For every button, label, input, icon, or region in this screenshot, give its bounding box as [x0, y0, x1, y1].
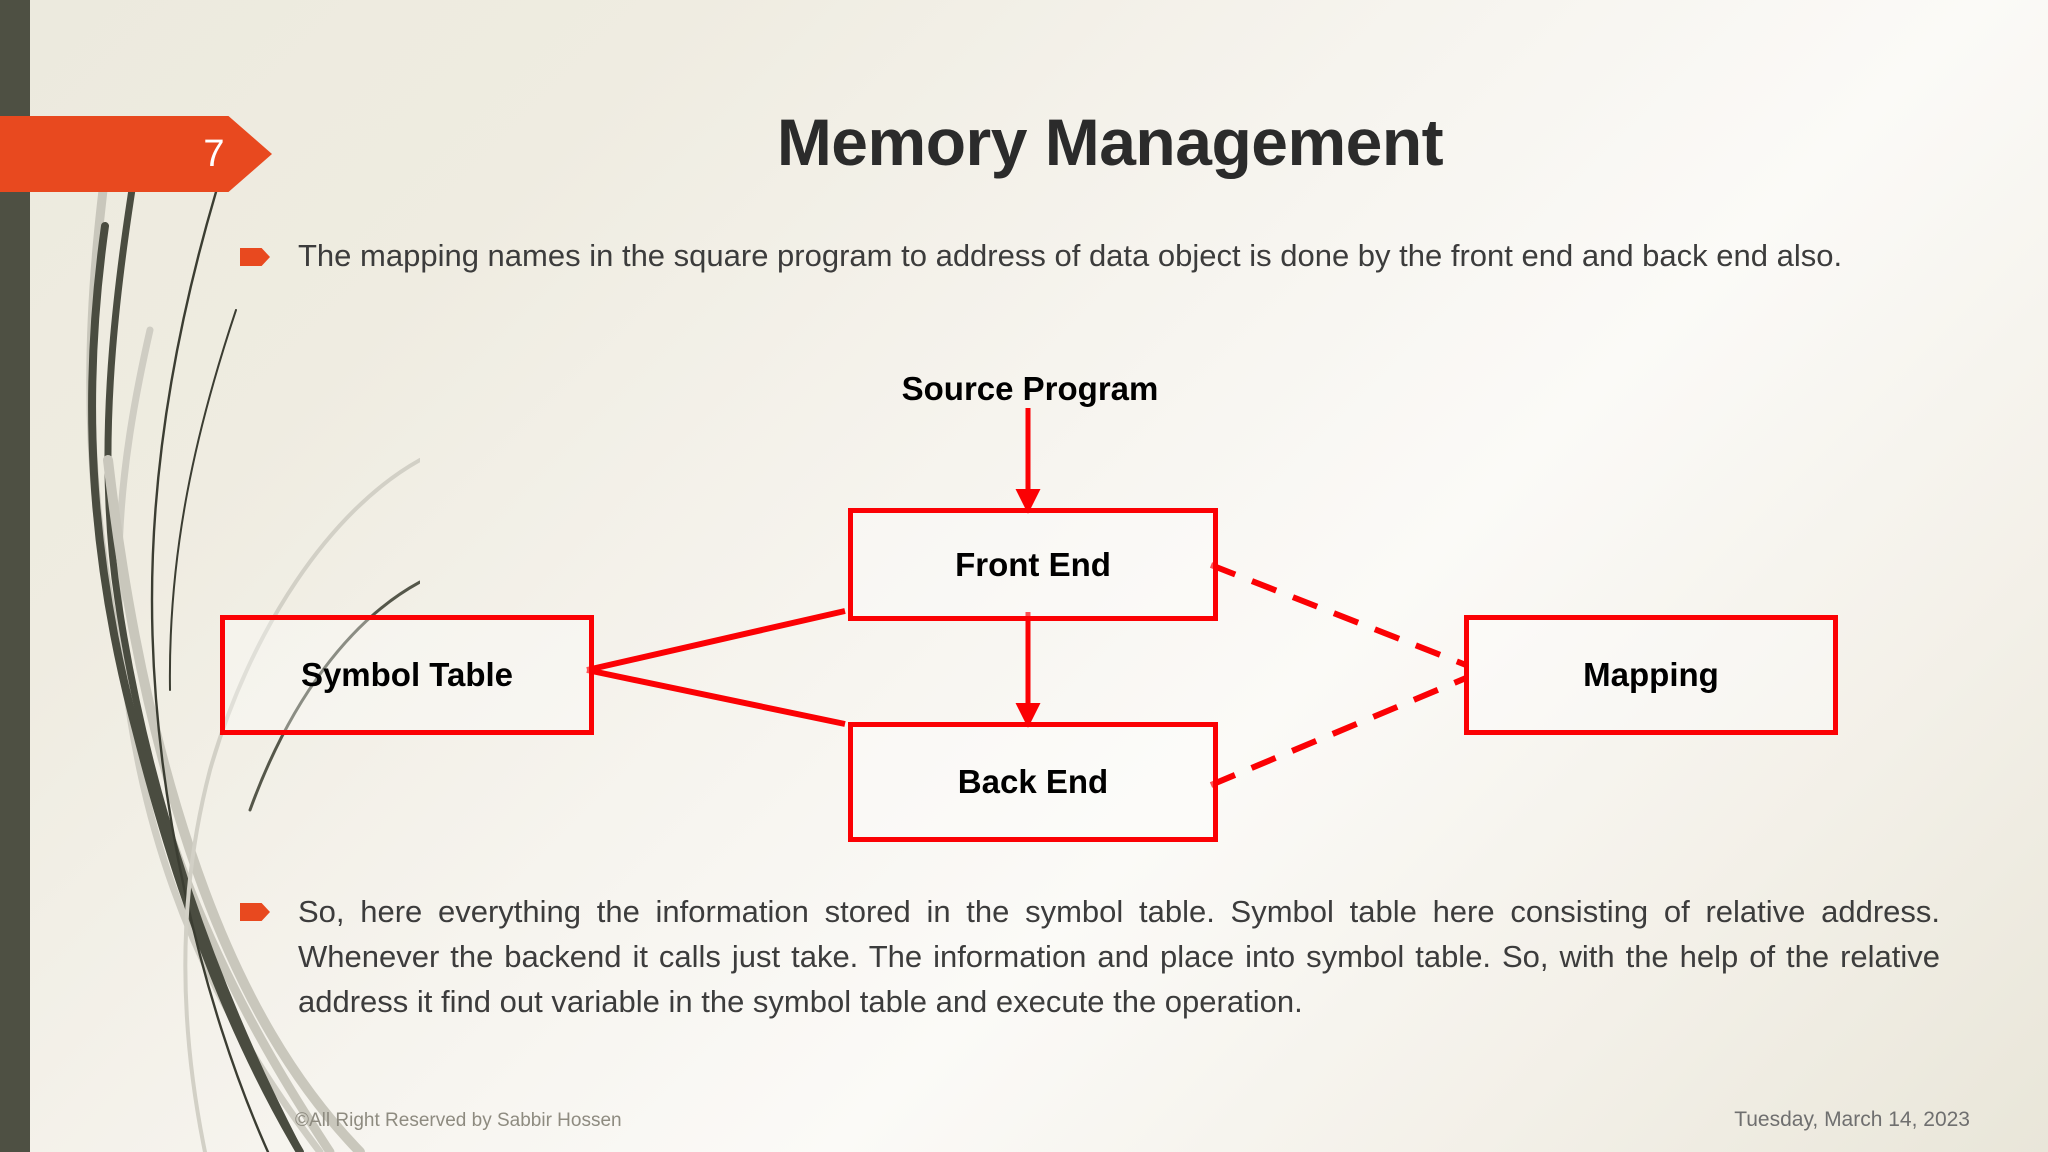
diagram-node-mapping: Mapping	[1464, 615, 1838, 735]
page-number-banner: 7	[0, 116, 272, 192]
footer-copyright: ©All Right Reserved by Sabbir Hossen	[295, 1110, 622, 1131]
bullet-text-1: The mapping names in the square program …	[298, 238, 1843, 273]
diagram-node-front-end: Front End	[848, 508, 1218, 621]
diagram-node-symbol-table: Symbol Table	[220, 615, 594, 735]
connector-front-to-symbol	[586, 608, 846, 673]
arrow-bullet-icon	[240, 903, 270, 921]
bullet-item-2: So, here everything the information stor…	[240, 890, 1940, 1025]
left-accent-bar	[0, 0, 30, 1152]
footer-date: Tuesday, March 14, 2023	[1734, 1108, 1970, 1131]
bullet-text-2: So, here everything the information stor…	[298, 894, 1940, 1019]
banner-shape	[0, 116, 272, 192]
page-title: Memory Management	[776, 105, 1444, 179]
bullet-item-1: The mapping names in the square program …	[240, 235, 1940, 278]
connector-back-to-mapping	[1209, 675, 1468, 788]
connector-front-to-mapping	[1209, 562, 1468, 668]
connector-back-to-symbol	[586, 667, 846, 727]
diagram-node-back-end: Back End	[848, 722, 1218, 842]
arrow-bullet-icon	[240, 248, 270, 266]
page-number: 7	[203, 132, 225, 175]
diagram-label-source-program: Source Program	[901, 370, 1159, 407]
